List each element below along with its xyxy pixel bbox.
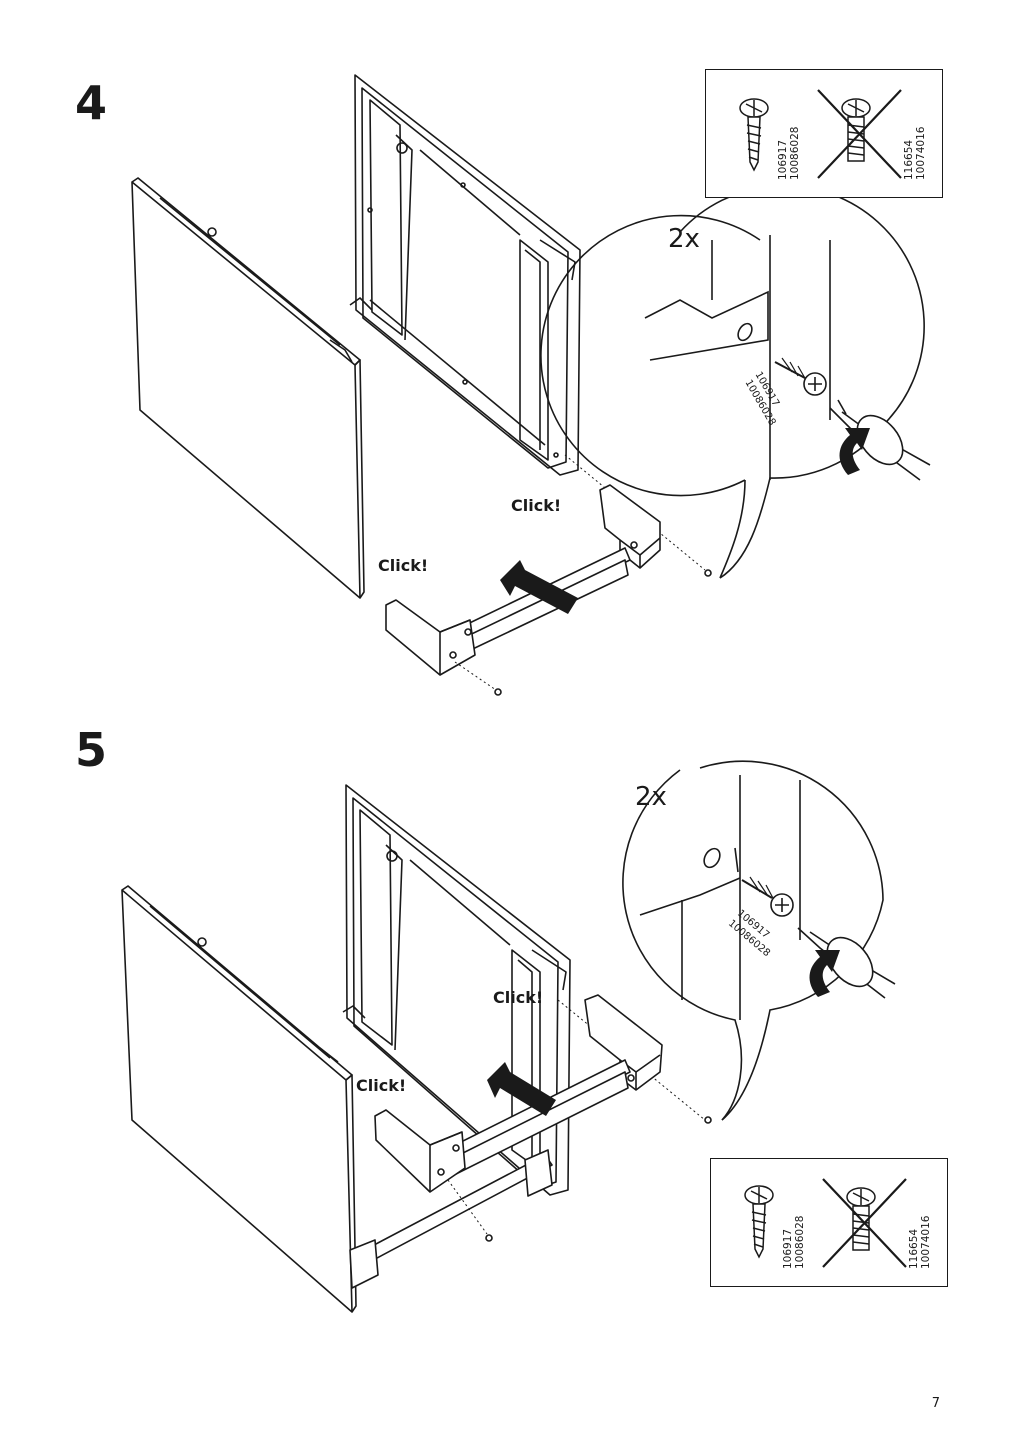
push-arrow-icon: [487, 1062, 556, 1116]
step-4-number: 4: [75, 76, 108, 130]
page-number: 7: [931, 1396, 940, 1411]
machine-screw-crossed-icon: [822, 1178, 907, 1268]
front-rail-bracket: [374, 1109, 493, 1242]
screw-legend-graphics: [739, 89, 902, 179]
step-4-detail-view: [540, 185, 925, 579]
step-5-click-label-2: Click!: [356, 1076, 407, 1095]
step-5-quantity: 2x: [635, 782, 667, 812]
wood-screw-icon: [744, 1185, 774, 1259]
step-4-quantity: 2x: [668, 224, 700, 254]
step-5-detail-view: [622, 760, 884, 1121]
correct-screw-code-1: 106917: [782, 1228, 794, 1269]
rear-rail-bracket: [584, 994, 663, 1091]
drawer-front-panel: [121, 885, 357, 1313]
bottom-rail: [349, 1149, 553, 1289]
rear-rail-bracket: [599, 484, 661, 569]
push-arrow-icon: [500, 560, 578, 614]
step-5-click-label-1: Click!: [493, 988, 544, 1007]
machine-screw-crossed-icon: [817, 89, 902, 179]
screwdriver-icon: [741, 876, 896, 999]
step-4-click-label-1: Click!: [511, 496, 562, 515]
wrong-screw-code-2: 10074016: [920, 1215, 932, 1269]
step-5-screw-legend: 106917 10086028 116654 10074016: [710, 1158, 948, 1287]
step-5-number: 5: [75, 723, 108, 777]
drawer-frame: [349, 74, 706, 571]
front-rail-bracket: [385, 599, 502, 696]
step-4-illustration: [131, 74, 931, 696]
screw-legend-graphics: [744, 1178, 907, 1268]
step-4-click-label-2: Click!: [378, 556, 429, 575]
drawer-front-panel: [131, 177, 365, 599]
rotate-arrow-icon: [839, 428, 870, 475]
step-4-screw-legend: 106917 10086028 116654 10074016: [705, 69, 943, 198]
wood-screw-icon: [739, 98, 769, 172]
correct-screw-code-2: 10086028: [794, 1215, 806, 1269]
rotate-arrow-icon: [809, 950, 840, 997]
wrong-screw-code-1: 116654: [908, 1228, 920, 1269]
screwdriver-icon: [774, 357, 931, 481]
